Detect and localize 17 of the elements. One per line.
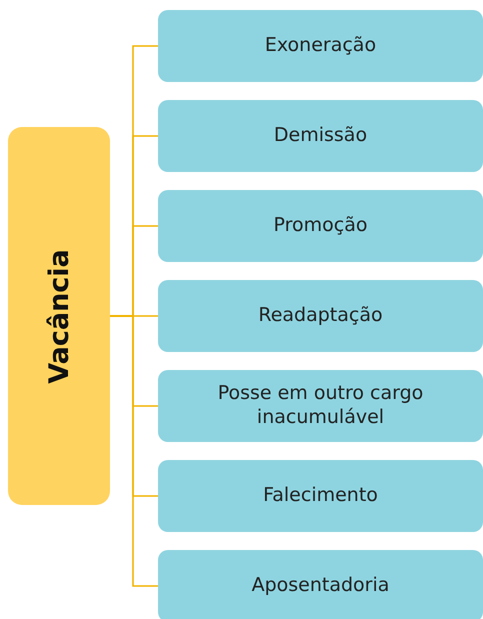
category-title: Vacância	[44, 248, 74, 384]
item-box	[158, 10, 483, 82]
item-box	[158, 100, 483, 172]
item-label: Promoção	[274, 214, 368, 238]
item-box	[158, 370, 483, 442]
item-box	[158, 190, 483, 262]
category-box	[8, 127, 110, 505]
item-box	[158, 280, 483, 352]
item-box	[158, 460, 483, 532]
connector-line	[110, 315, 158, 587]
item-label: Exoneração	[264, 34, 376, 58]
item-label: Readaptação	[258, 304, 383, 328]
item-label: Demissão	[274, 124, 368, 148]
item-label: Aposentadoria	[252, 574, 390, 598]
item-box	[158, 550, 483, 619]
item-label: Falecimento	[263, 484, 378, 508]
item-label: Posse em outro cargo inacumulável	[216, 382, 424, 430]
